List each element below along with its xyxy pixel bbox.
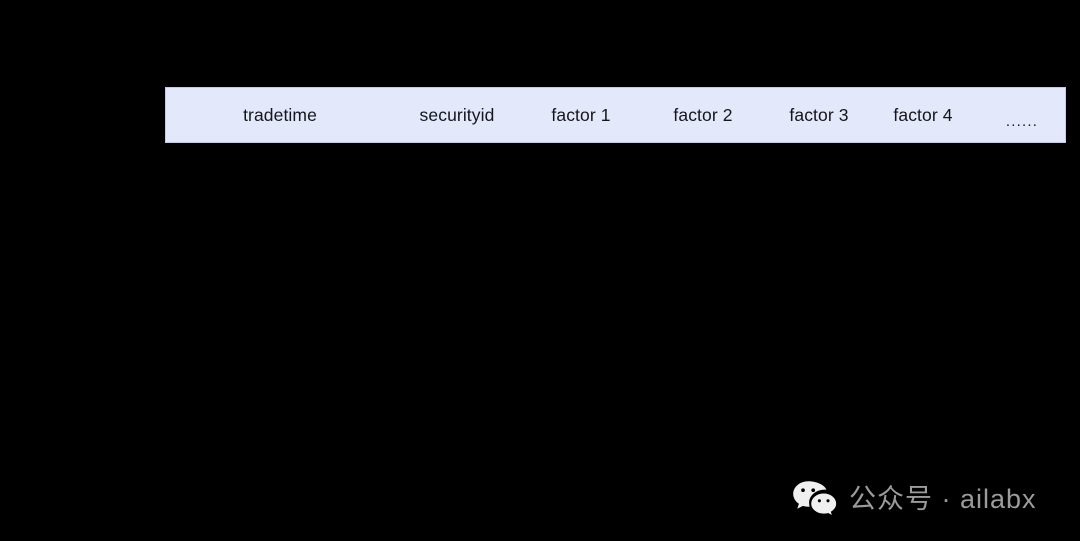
wechat-logo-icon (793, 481, 838, 518)
column-header-3[interactable]: factor 1 (551, 104, 611, 125)
watermark: 公众号 · ailabx (792, 478, 1037, 520)
column-header-2[interactable]: securityid (419, 104, 495, 125)
column-header-6[interactable]: factor 4 (893, 104, 953, 125)
table-header-bar: tradetime securityid factor 1 factor 2 facto… (165, 87, 1066, 143)
column-header-4[interactable]: factor 2 (673, 104, 733, 125)
column-header-1[interactable]: tradetime (243, 104, 317, 125)
column-header-5[interactable]: factor 3 (789, 104, 849, 125)
column-header-7[interactable]: ...... (1005, 112, 1039, 130)
watermark-label: 公众号 · ailabx (849, 483, 1037, 514)
